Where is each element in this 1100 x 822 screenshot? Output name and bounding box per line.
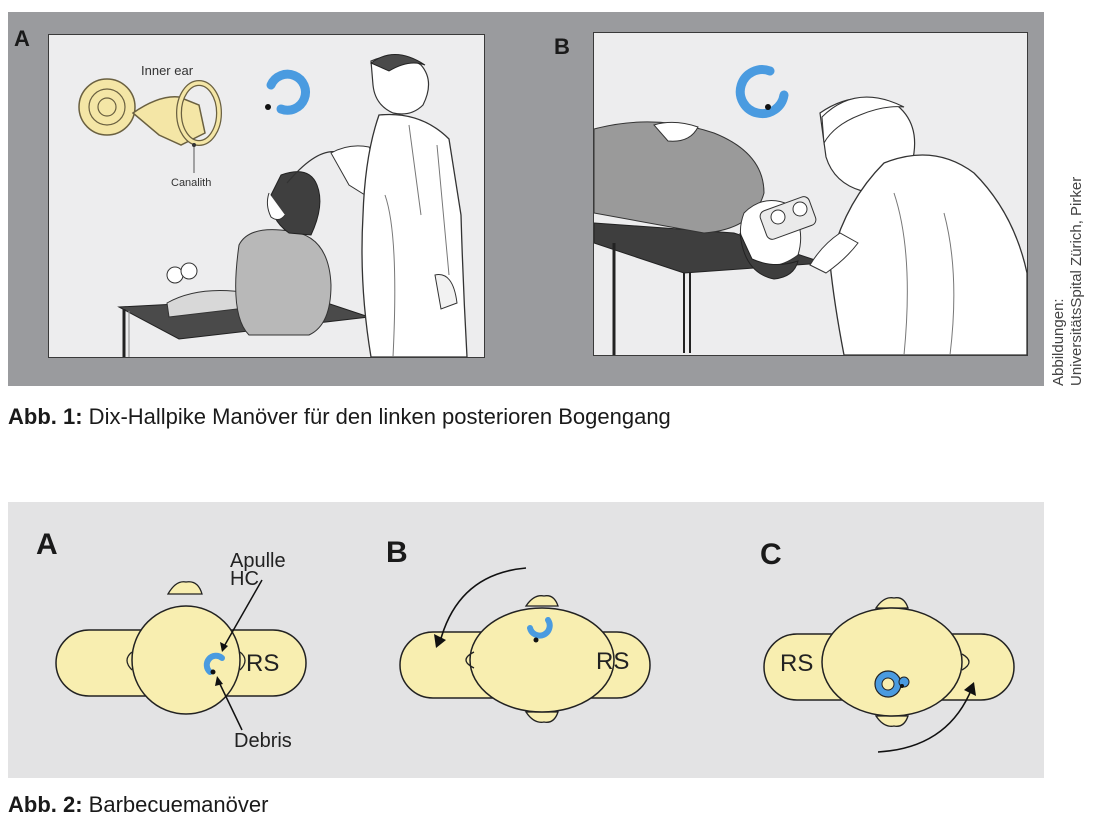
rs-label-c: RS bbox=[780, 650, 814, 677]
barbecue-maneuver-drawing bbox=[55, 567, 1015, 753]
figure-1-illustration: A B bbox=[8, 12, 1044, 386]
supine-patient-drawing bbox=[594, 65, 1027, 355]
dix-hallpike-panel-b bbox=[593, 32, 1028, 356]
rs-label-b: RS bbox=[596, 648, 630, 675]
figure-2-caption-prefix: Abb. 2: bbox=[8, 792, 83, 817]
image-credit-line-1: Abbildungen: bbox=[1050, 298, 1067, 386]
canal-position-icon bbox=[266, 69, 310, 115]
figure-1-panel-b-letter: B bbox=[554, 34, 570, 59]
canal-hc-icon bbox=[203, 652, 225, 675]
figure-2-caption-text: Barbecuemanöver bbox=[82, 792, 269, 817]
inner-ear-label: Inner ear bbox=[141, 63, 194, 78]
figure-1-caption-prefix: Abb. 1: bbox=[8, 404, 83, 429]
rs-label-a: RS bbox=[246, 650, 280, 677]
dix-hallpike-panel-a: Inner ear Canalith bbox=[48, 34, 485, 358]
supine-patient-figure bbox=[594, 121, 817, 280]
figure-2-panel-b-letter: B bbox=[386, 536, 408, 569]
seated-patient-figure bbox=[166, 151, 342, 336]
image-credit: Abbildungen: UniversitätsSpital Zürich, … bbox=[1050, 176, 1086, 386]
canal-hc-icon bbox=[527, 617, 553, 639]
figure-1-caption: Abb. 1: Dix-Hallpike Manöver für den lin… bbox=[8, 404, 671, 430]
head-top-view-a bbox=[55, 579, 307, 731]
figure-1-caption-text: Dix-Hallpike Manöver für den linken post… bbox=[82, 404, 671, 429]
apulle-label: Apulle bbox=[230, 550, 286, 572]
figure-2-caption: Abb. 2: Barbecuemanöver bbox=[8, 792, 268, 818]
hc-label: HC bbox=[230, 568, 259, 590]
head-top-view-c bbox=[763, 597, 1015, 753]
figure-2-panel-a-letter: A bbox=[36, 528, 58, 561]
figure-1-panel-a-letter: A bbox=[14, 26, 30, 51]
figure-2-panel-c-letter: C bbox=[760, 538, 782, 571]
sitting-patient-drawing bbox=[78, 54, 468, 357]
image-credit-line-2: UniversitätsSpital Zürich, Pirker bbox=[1068, 176, 1085, 386]
debris-label: Debris bbox=[234, 730, 292, 752]
inner-ear-icon bbox=[78, 78, 222, 173]
head-top-view-b bbox=[399, 567, 651, 723]
doctor-figure bbox=[330, 54, 468, 357]
figure-2-illustration: A B C bbox=[8, 502, 1044, 778]
canal-position-icon bbox=[735, 65, 789, 119]
canalith-label: Canalith bbox=[171, 177, 212, 189]
doctor-figure bbox=[809, 96, 1027, 355]
